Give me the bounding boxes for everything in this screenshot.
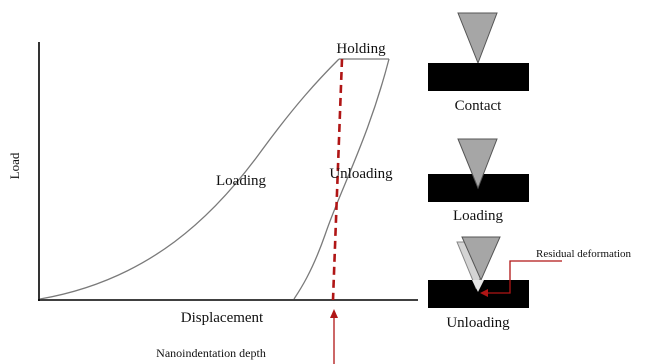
loading-curve <box>39 58 340 300</box>
depth-dashed-line <box>331 58 344 301</box>
stage-label-contact: Contact <box>455 98 502 114</box>
indenter-contact <box>457 12 498 65</box>
indenter-loading <box>457 138 498 190</box>
unloading-curve <box>293 58 390 300</box>
x-axis-label: Displacement <box>181 310 264 326</box>
depth-arrowhead <box>330 309 338 318</box>
residual-impression <box>472 280 484 292</box>
residual-pointer-line <box>487 260 562 294</box>
stage-label-unloading: Unloading <box>446 315 510 331</box>
residual-deformation-label: Residual deformation <box>536 248 632 260</box>
stage-label-loading: Loading <box>453 208 503 224</box>
indenter-unloading <box>461 236 501 282</box>
loading-curve-label: Loading <box>216 173 266 189</box>
residual-pointer-arrowhead <box>480 289 488 297</box>
y-axis-label: Load <box>7 152 22 179</box>
sample-block-contact <box>428 63 529 91</box>
depth-label: Nanoindentation depth <box>156 346 266 360</box>
holding-label: Holding <box>336 41 386 57</box>
unloading-curve-label: Unloading <box>329 166 393 182</box>
